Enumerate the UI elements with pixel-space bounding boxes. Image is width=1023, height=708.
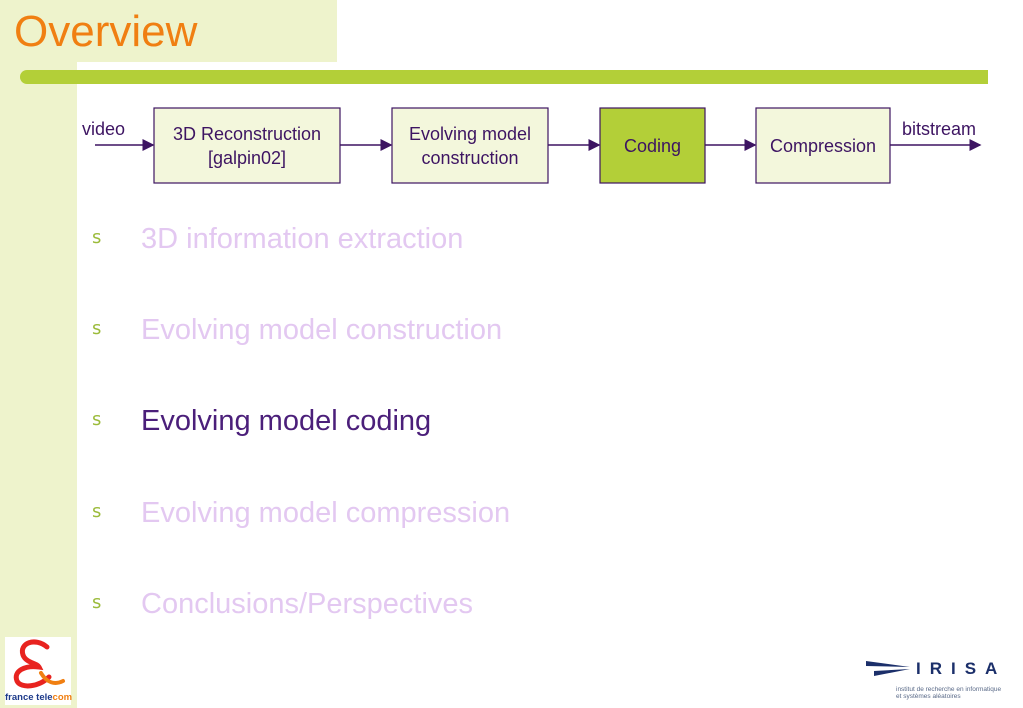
title-decor-band — [0, 0, 337, 62]
left-decor-band — [0, 0, 77, 708]
stage-label-line1: Evolving model — [408, 123, 532, 144]
stage-label-line1: Compression — [769, 135, 877, 156]
irisa-swoosh-icon — [866, 661, 910, 676]
bullet-icon: s — [92, 409, 102, 430]
agenda-item-label: Conclusions/Perspectives — [141, 588, 474, 620]
input-label: video — [82, 119, 126, 139]
stage-label-coding: Coding — [600, 108, 705, 183]
irisa-logo: IRISA institut de recherche en informati… — [864, 655, 1023, 705]
brand-name-part2: com — [52, 692, 73, 703]
irisa-wordmark: IRISA — [916, 659, 1007, 678]
brand-name-part1: france tele — [5, 692, 53, 703]
stage-label-line1: 3D Reconstruction — [172, 123, 322, 144]
france-telecom-name: france telecom — [5, 692, 73, 703]
agenda-item-label: Evolving model construction — [141, 314, 503, 346]
bullet-icon: s — [92, 592, 102, 613]
agenda-item-label: 3D information extraction — [141, 223, 464, 255]
bullet-icon: s — [92, 227, 102, 248]
france-telecom-logo: france telecom — [5, 637, 73, 705]
output-label: bitstream — [902, 119, 977, 139]
irisa-subtitle-line2: et systèmes aléatoires — [896, 693, 961, 700]
stage-label-model-construction: Evolving model construction — [392, 108, 548, 183]
slide-title: Overview — [14, 7, 198, 56]
stage-label-line2: [galpin02] — [207, 147, 287, 168]
bullet-icon: s — [92, 501, 102, 522]
stage-label-line1: Coding — [623, 135, 682, 156]
header-bar — [20, 70, 988, 84]
stage-box-compression — [755, 107, 891, 184]
pipeline-connectors — [95, 107, 982, 184]
bullet-icon: s — [92, 318, 102, 339]
stage-box-coding — [599, 107, 706, 184]
stage-label-line2: construction — [421, 147, 519, 168]
irisa-subtitle-line1: institut de recherche en informatique — [896, 686, 1002, 693]
stage-label-3d-reconstruction: 3D Reconstruction [galpin02] — [154, 108, 340, 183]
stage-box-3d-reconstruction — [153, 107, 341, 184]
agenda-item-label: Evolving model compression — [141, 497, 511, 529]
agenda-item-label: Evolving model coding — [141, 405, 432, 437]
stage-box-model-construction — [391, 107, 549, 184]
irisa-subtitle: institut de recherche en informatique et… — [896, 686, 1001, 700]
france-telecom-e-icon — [13, 639, 65, 689]
pipeline-diagram: video bitstream 3D Reconstruction [galpi… — [0, 95, 1023, 195]
stage-label-compression: Compression — [756, 108, 890, 183]
